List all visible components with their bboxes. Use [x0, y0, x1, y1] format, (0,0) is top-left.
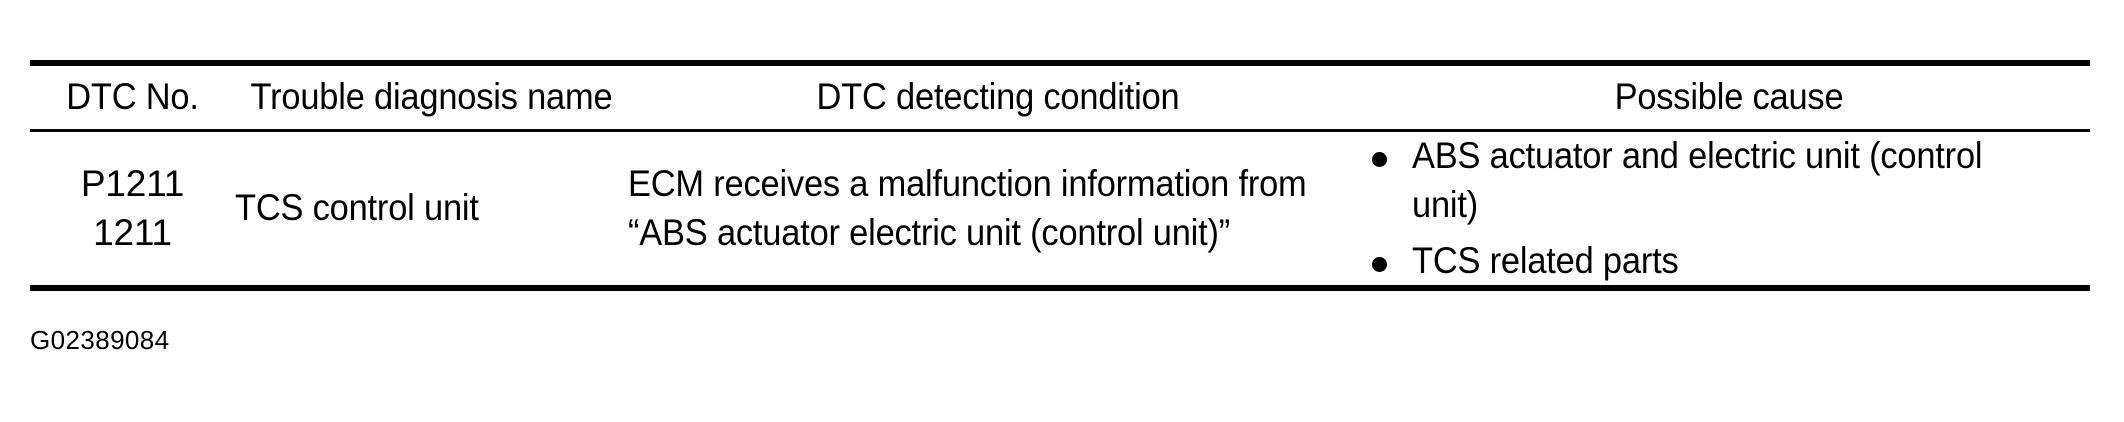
header-separator-rule [30, 129, 2090, 132]
dtc-table-block: DTC No. Trouble diagnosis name DTC detec… [30, 60, 2090, 292]
header-cell-dtc-no: DTC No. [30, 66, 235, 129]
header-cell-possible-cause: Possible cause [1368, 66, 2090, 129]
trouble-diagnosis-name-text: TCS control unit [235, 187, 479, 229]
possible-cause-list: ABS actuator and electric unit (control … [1368, 132, 2090, 285]
dtc-detecting-condition-line-2: “ABS actuator electric unit (control uni… [628, 209, 1368, 258]
possible-cause-text-2: TCS related parts [1412, 239, 1679, 281]
header-cell-dtc-detecting-condition: DTC detecting condition [628, 66, 1368, 129]
table-bottom-rule [30, 285, 2090, 292]
header-label-dtc-no: DTC No. [66, 76, 199, 118]
dtc-detecting-condition-text-2: “ABS actuator electric unit (control uni… [628, 211, 1231, 253]
figure-caption: G02389084 [30, 325, 170, 355]
cell-dtc-no: P1211 1211 [30, 132, 235, 285]
dtc-table: DTC No. Trouble diagnosis name DTC detec… [30, 66, 2090, 129]
table-header-row: DTC No. Trouble diagnosis name DTC detec… [30, 66, 2090, 129]
cell-possible-cause: ABS actuator and electric unit (control … [1368, 132, 2090, 285]
list-item: ABS actuator and electric unit (control … [1368, 132, 2090, 230]
dtc-number-primary: P1211 [80, 162, 185, 204]
bullet-icon [1372, 256, 1387, 272]
bullet-icon [1372, 152, 1387, 167]
header-cell-trouble-diagnosis-name: Trouble diagnosis name [235, 66, 628, 129]
cell-trouble-diagnosis-name: TCS control unit [235, 132, 628, 285]
header-label-dtc-detecting-condition: DTC detecting condition [816, 76, 1180, 118]
table-top-rule [30, 60, 2090, 66]
header-label-possible-cause: Possible cause [1614, 76, 1844, 118]
dtc-table-body: P1211 1211 TCS control unit ECM receives… [30, 132, 2090, 285]
cell-dtc-detecting-condition: ECM receives a malfunction information f… [628, 132, 1368, 285]
header-label-trouble-diagnosis-name: Trouble diagnosis name [250, 76, 613, 118]
list-item: TCS related parts [1368, 237, 2090, 286]
dtc-number-secondary: 1211 [93, 211, 172, 253]
dtc-detecting-condition-text-1: ECM receives a malfunction information f… [628, 162, 1307, 204]
table-row: P1211 1211 TCS control unit ECM receives… [30, 132, 2090, 285]
dtc-detecting-condition-line-1: ECM receives a malfunction information f… [628, 160, 1368, 209]
possible-cause-text-1: ABS actuator and electric unit (control … [1412, 135, 1983, 225]
